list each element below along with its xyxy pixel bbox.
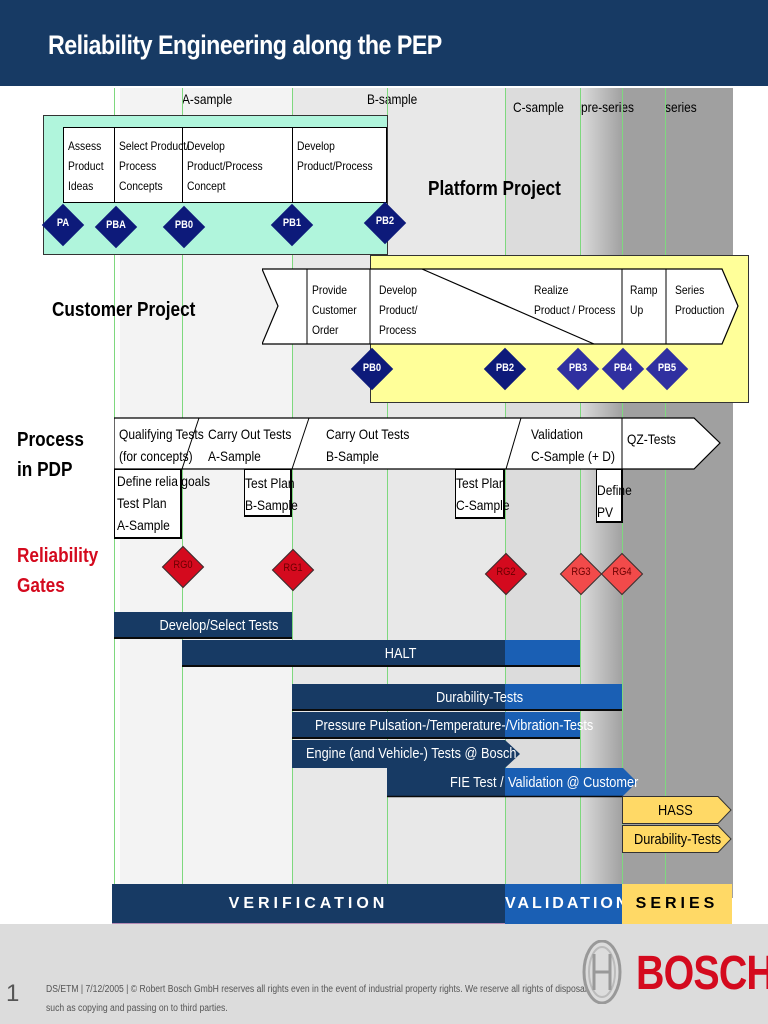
footer-copyright-line1: DS/ETM | 7/12/2005 | © Robert Bosch GmbH… xyxy=(46,984,587,995)
bar-develop-select-tests: Develop/Select Tests xyxy=(114,612,292,639)
phase-label-series: series xyxy=(665,99,697,115)
stage-verification xyxy=(112,884,505,924)
customer-project-arrow xyxy=(262,268,739,345)
stage-series-label: SERIES xyxy=(635,895,719,912)
milestone-pb3: PB3 xyxy=(568,362,588,374)
sub-box-define-goals xyxy=(114,469,182,539)
timeline-line xyxy=(505,88,506,884)
stage-validation xyxy=(505,884,622,924)
milestone-pa: PA xyxy=(56,217,70,229)
gate-rg4: RG4 xyxy=(612,566,632,578)
header-bar xyxy=(0,0,768,86)
phase-column-series xyxy=(623,88,733,898)
phase-label-c: C-sample xyxy=(513,99,564,115)
process-pdp-arrow xyxy=(114,417,721,470)
milestone-pb2: PB2 xyxy=(375,215,395,227)
phase-column-c xyxy=(505,88,580,898)
milestone-pb2: PB2 xyxy=(495,362,515,374)
page-title: Reliability Engineering along the PEP xyxy=(48,30,442,60)
pdp-step: Qualifying Tests(for concepts) xyxy=(119,426,204,464)
milestone-pb0: PB0 xyxy=(362,362,382,374)
bar-validation-customer-label: Validation @ Customer xyxy=(508,774,639,791)
stage-verification-label: VERIFICATION xyxy=(228,895,389,912)
milestone-pb0: PB0 xyxy=(174,219,194,231)
bar-fie-test xyxy=(387,768,637,798)
bar-durability-label: Durability-Tests xyxy=(436,689,524,706)
gate-rg1: RG1 xyxy=(283,562,303,574)
customer-project-label: Customer Project xyxy=(52,299,196,321)
bar-pressure-label: Pressure Pulsation-/Temperature-/Vibrati… xyxy=(315,717,594,734)
stage-validation-label: VALIDATION xyxy=(505,895,631,912)
phase-label-pre-series: pre-series xyxy=(581,99,634,115)
bar-engine-tests xyxy=(292,740,520,768)
bar-hass-label: HASS xyxy=(658,802,693,819)
gate-rg0: RG0 xyxy=(173,559,193,571)
bar-pressure-validation xyxy=(505,712,580,739)
bar-engine-label: Engine (and Vehicle-) Tests @ Bosch xyxy=(306,745,517,762)
pdp-step: QZ-Tests xyxy=(627,431,676,447)
milestone-pb5: PB5 xyxy=(657,362,677,374)
sub-box-test-plan-b xyxy=(244,469,292,517)
gate-rg2: RG2 xyxy=(496,566,516,578)
bosch-logo-text: BOSCH xyxy=(636,947,768,1000)
milestone-pb1: PB1 xyxy=(282,217,302,229)
platform-project-label: Platform Project xyxy=(428,178,561,200)
bosch-armature-icon xyxy=(582,940,622,1004)
bar-halt-validation xyxy=(505,640,580,667)
phase-label-a: A-sample xyxy=(182,91,233,107)
footer xyxy=(0,924,768,1024)
bar-halt: HALT xyxy=(182,640,505,667)
bar-durability-series-label: Durability-Tests xyxy=(634,831,722,848)
milestone-pb4: PB4 xyxy=(613,362,633,374)
timeline-line xyxy=(387,88,388,884)
timeline-line xyxy=(580,88,581,884)
timeline-line xyxy=(182,88,183,884)
timeline-line xyxy=(292,88,293,884)
bar-hass xyxy=(622,796,732,853)
bar-pressure-verification xyxy=(292,712,505,739)
bar-durability-verification xyxy=(292,684,505,711)
sub-box-test-plan-c xyxy=(455,469,505,519)
sub-box-define-pv xyxy=(596,469,623,523)
phase-label-b: B-sample xyxy=(367,91,418,107)
bar-durability-validation xyxy=(505,684,622,711)
page-number: 1 xyxy=(6,980,20,1007)
gate-rg3: RG3 xyxy=(571,566,591,578)
stage-series xyxy=(622,884,732,924)
milestone-pba: PBA xyxy=(106,219,126,231)
footer-copyright-line2: such as copying and passing on to third … xyxy=(46,1003,228,1014)
timeline-line xyxy=(665,88,666,884)
bar-fie-label: FIE Test / xyxy=(450,774,504,791)
